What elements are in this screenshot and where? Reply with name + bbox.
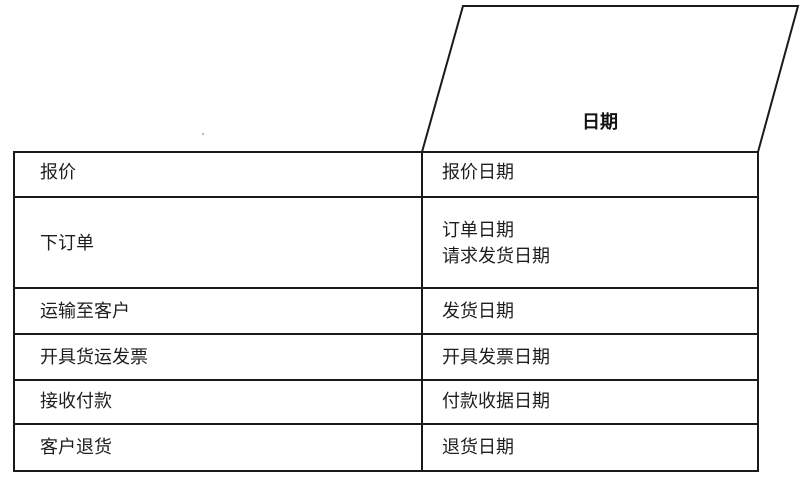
date-cell-invoice-date: 开具发票日期 [442, 347, 550, 368]
event-cell-customer-return: 客户退货 [40, 437, 112, 458]
event-cell-ship-to-customer: 运输至客户 [40, 301, 130, 322]
scan-speck [202, 133, 204, 135]
date-cell-order-date: 订单日期 [442, 220, 514, 241]
date-cell-ship-date: 发货日期 [442, 301, 514, 322]
date-cell-requested-ship-date: 请求发货日期 [442, 246, 550, 267]
event-cell-quote: 报价 [40, 162, 76, 183]
table-border [13, 151, 759, 472]
date-cell-return-date: 退货日期 [442, 437, 514, 458]
event-cell-issue-invoice: 开具货运发票 [40, 347, 148, 368]
date-cell-quote-date: 报价日期 [442, 162, 514, 183]
event-cell-receive-payment: 接收付款 [40, 391, 112, 412]
date-cell-payment-receipt-date: 付款收据日期 [442, 391, 550, 412]
date-column-title: 日期 [582, 112, 618, 133]
event-cell-place-order: 下订单 [40, 233, 94, 254]
